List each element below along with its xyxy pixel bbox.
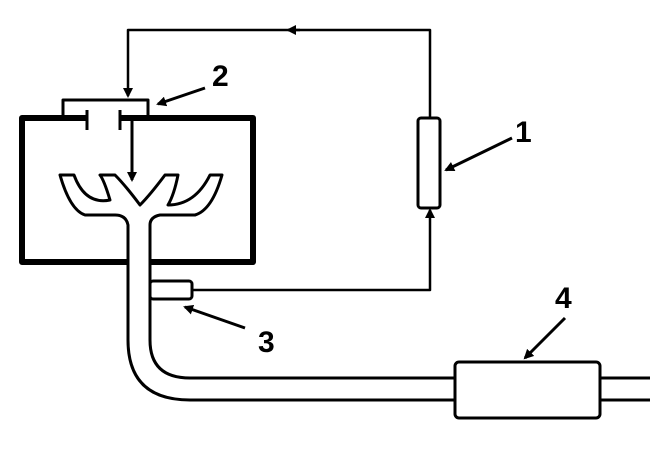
leader-1	[444, 136, 513, 172]
catalytic-converter	[453, 360, 602, 420]
leader-3	[183, 304, 246, 330]
control-signal-wire	[123, 28, 432, 118]
injector-cap	[61, 98, 150, 118]
injector-nozzle	[85, 110, 122, 130]
engine-block	[19, 115, 256, 265]
leader-2	[156, 86, 206, 107]
control-unit	[416, 116, 442, 210]
exhaust-pipe	[126, 262, 455, 402]
exhaust-sensor	[148, 279, 194, 301]
label-2: 2	[212, 60, 229, 93]
sensor-signal-wire	[192, 208, 435, 292]
intake-manifold	[58, 173, 224, 262]
leader-4	[523, 316, 567, 360]
label-3: 3	[258, 326, 275, 359]
label-4: 4	[555, 282, 572, 315]
label-1: 1	[515, 116, 532, 149]
tailpipe	[600, 376, 650, 402]
